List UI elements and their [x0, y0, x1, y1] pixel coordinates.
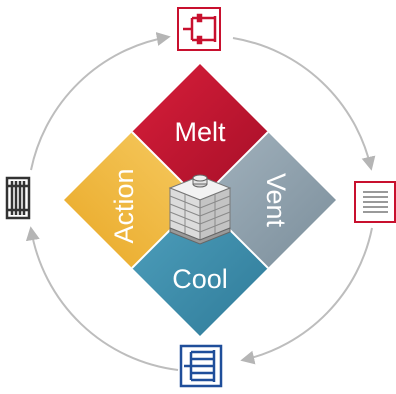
arrow-left-to-top [30, 32, 171, 171]
quadrant-label-melt: Melt [174, 117, 226, 147]
cycle-ring [25, 32, 376, 371]
arrow-bottom-to-left [25, 226, 179, 371]
arrow-right-to-bottom [240, 227, 373, 365]
manifold-icon[interactable] [177, 7, 221, 51]
quadrant-label-vent: Vent [261, 173, 291, 228]
stack-bars-icon[interactable] [5, 176, 31, 220]
quadrant-label-cool: Cool [172, 264, 228, 294]
arrow-top-to-right [232, 37, 376, 171]
container-icon [168, 174, 232, 245]
comb-icon[interactable] [179, 344, 223, 388]
quadrant-label-action: Action [109, 168, 139, 243]
document-lines-icon[interactable] [354, 181, 396, 223]
